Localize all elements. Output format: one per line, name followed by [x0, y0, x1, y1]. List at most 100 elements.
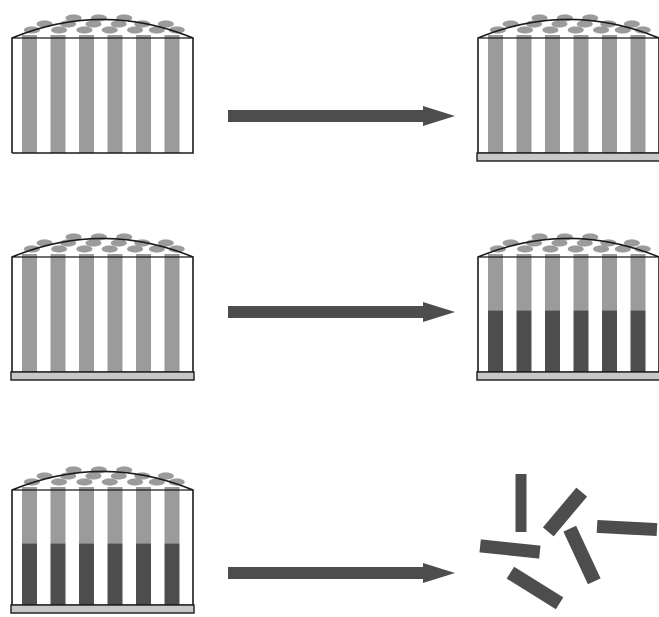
step-1-arrow: [228, 106, 455, 126]
pore-opening: [65, 14, 82, 22]
pore-opening: [634, 26, 651, 34]
pore-opening: [157, 20, 174, 28]
pore-opening: [168, 478, 185, 486]
pore-opening: [168, 26, 185, 34]
pore-opening: [567, 245, 584, 253]
pore-column: [79, 35, 94, 153]
filled-pore-segment: [136, 543, 151, 605]
step-2-output-membrane: [476, 233, 659, 381]
step-1-input-membrane: [11, 14, 194, 154]
pore-opening: [542, 26, 559, 34]
pore-column: [107, 254, 123, 372]
membrane-outline: [11, 237, 194, 373]
arrow-shaft: [228, 567, 425, 579]
filled-pore-segment: [516, 310, 532, 372]
filled-pore-segment: [573, 310, 589, 372]
step-3-input-membrane: [10, 466, 195, 614]
pore-column: [136, 254, 151, 372]
filled-pore-segment: [545, 310, 560, 372]
pore-opening: [551, 20, 568, 28]
pore-opening: [65, 233, 82, 241]
pore-opening: [65, 466, 82, 474]
pore-column: [50, 35, 66, 153]
pore-opening: [85, 20, 102, 28]
arrow-head: [423, 563, 455, 583]
pore-opening: [623, 239, 640, 247]
pore-opening: [127, 26, 144, 34]
pore-opening: [101, 26, 118, 34]
filled-pore-segment: [164, 543, 180, 605]
filled-pore-segment: [22, 543, 37, 605]
pore-opening: [542, 245, 559, 253]
pore-opening: [76, 478, 93, 486]
pore-opening: [551, 239, 568, 247]
pore-column: [22, 254, 37, 372]
pore-column: [488, 35, 503, 153]
pore-opening: [101, 478, 118, 486]
pore-opening: [593, 245, 610, 253]
pore-opening: [148, 26, 165, 34]
membrane-outline: [11, 470, 194, 606]
pore-opening: [614, 245, 631, 253]
step-3-released-rods: [479, 474, 658, 610]
membrane-outline: [477, 18, 659, 154]
pore-opening: [576, 20, 593, 28]
pore-opening: [634, 245, 651, 253]
pore-opening: [148, 478, 165, 486]
pore-column: [136, 35, 151, 153]
pore-opening: [127, 245, 144, 253]
pore-opening: [51, 245, 68, 253]
pore-opening: [576, 239, 593, 247]
released-rod: [515, 474, 527, 532]
pore-opening: [567, 26, 584, 34]
base-layer: [476, 152, 659, 162]
pore-column: [22, 35, 37, 153]
pore-column: [164, 254, 180, 372]
pore-opening: [127, 478, 144, 486]
pore-opening: [110, 20, 127, 28]
membrane-outline: [11, 18, 194, 154]
step-2-input-membrane: [10, 233, 195, 381]
pore-column: [107, 35, 123, 153]
pore-opening: [51, 26, 68, 34]
released-rod: [542, 487, 588, 537]
released-rod: [563, 525, 601, 585]
filled-pore-segment: [630, 310, 646, 372]
pore-opening: [531, 14, 548, 22]
pore-opening: [76, 245, 93, 253]
pore-opening: [110, 472, 127, 480]
pore-column: [545, 35, 560, 153]
pore-opening: [85, 239, 102, 247]
pore-opening: [157, 239, 174, 247]
pore-opening: [51, 478, 68, 486]
pore-opening: [76, 26, 93, 34]
arrow-shaft: [228, 306, 425, 318]
filled-pore-segment: [50, 543, 66, 605]
arrow-shaft: [228, 110, 425, 122]
pore-opening: [157, 472, 174, 480]
pore-column: [164, 35, 180, 153]
step-3-arrow: [228, 563, 455, 583]
pore-opening: [517, 26, 534, 34]
pore-column: [630, 35, 646, 153]
filled-pore-segment: [79, 543, 94, 605]
pore-column: [50, 254, 66, 372]
base-layer: [476, 371, 659, 381]
released-rod: [479, 539, 541, 559]
filled-pore-segment: [488, 310, 503, 372]
pore-opening: [168, 245, 185, 253]
pore-opening: [623, 20, 640, 28]
pore-opening: [85, 472, 102, 480]
membrane-outline: [477, 237, 659, 373]
pore-opening: [593, 26, 610, 34]
arrow-head: [423, 302, 455, 322]
pore-opening: [614, 26, 631, 34]
pore-column: [573, 35, 589, 153]
pore-opening: [110, 239, 127, 247]
base-layer: [10, 371, 195, 381]
pore-opening: [101, 245, 118, 253]
arrow-head: [423, 106, 455, 126]
step-2-arrow: [228, 302, 455, 322]
base-layer: [10, 604, 195, 614]
released-rod: [596, 519, 658, 537]
